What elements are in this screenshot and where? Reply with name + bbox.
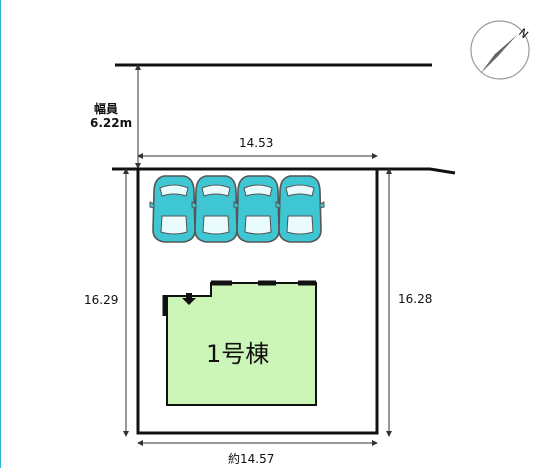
lot-boundary <box>136 167 379 435</box>
entrance-arrow-icon <box>182 293 196 305</box>
right-dimension-label: 16.28 <box>398 292 433 306</box>
road-width-title: 幅員 <box>94 102 119 116</box>
left-dimension-label: 16.29 <box>84 293 119 307</box>
parking-car-4 <box>275 175 325 243</box>
parking-car-1 <box>149 175 199 243</box>
left-edge-accent-line <box>0 0 1 468</box>
bottom-dimension-label: 約14.57 <box>228 452 275 466</box>
parking-car-3 <box>233 175 283 243</box>
building-label: 1号棟 <box>206 340 270 368</box>
top-dimension-label: 14.53 <box>239 136 274 150</box>
parking-car-2 <box>191 175 241 243</box>
road-width-value: 6.22m <box>90 116 133 130</box>
compass-icon <box>470 20 530 80</box>
